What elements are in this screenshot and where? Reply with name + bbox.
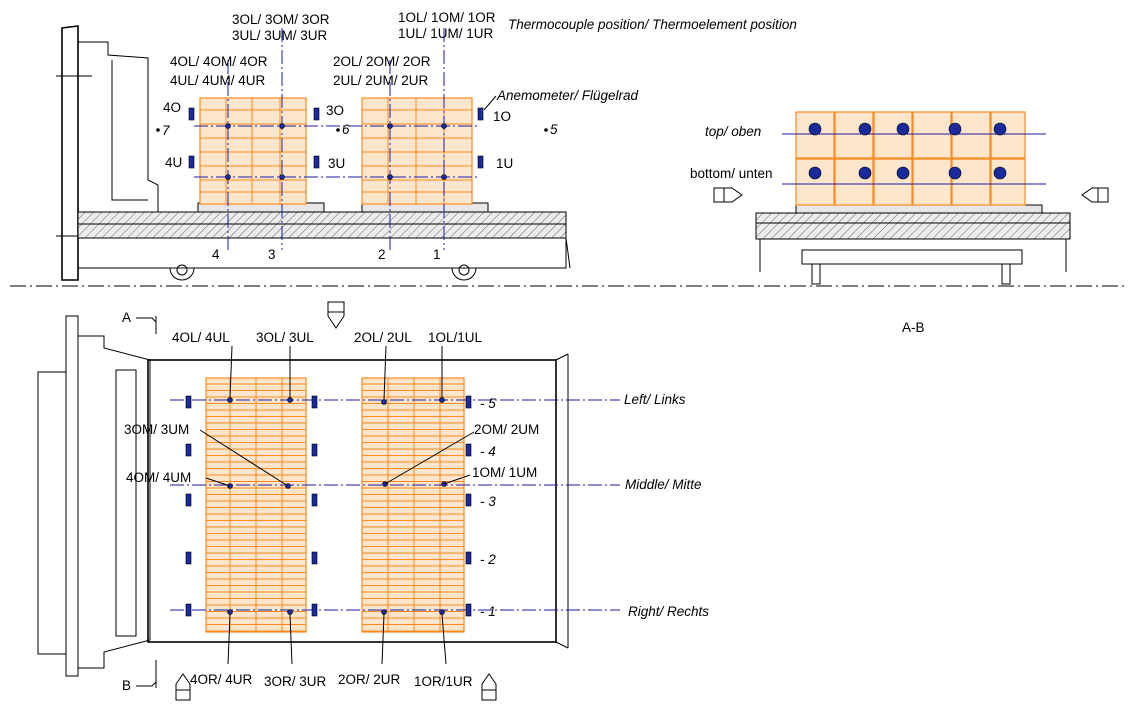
pos-5: 5 [550,122,558,137]
row-left-label: Left/ Links [624,392,686,407]
anemometer-5: - 5 [480,396,496,411]
plan-top-2: 2OL/ 2UL [354,330,412,345]
side-anemometers [188,107,484,169]
side-view: 3OL/ 3OM/ 3OR 3UL/ 3UM/ 3UR 1OL/ 1OM/ 1O… [56,10,639,281]
view-arrow-right [1081,187,1109,203]
plan-bottom-1: 1OR/1UR [414,674,473,689]
group-label-1-top: 1OL/ 1OM/ 1OR [398,10,496,25]
end-view: top/ oben bottom/ unten A-B [690,111,1109,335]
pos-4u: 4U [165,155,182,170]
plan-top-1: 1OL/1UL [428,330,483,345]
group-label-3-bottom: 3UL/ 3UM/ 3UR [232,28,328,43]
anemometer-1: - 1 [480,604,496,619]
end-sensors [808,122,1007,180]
pos-6: 6 [342,122,350,137]
plan-mid-1: 1OM/ 1UM [472,465,537,480]
section-1: 1 [433,247,441,262]
side-thermocouples [225,123,447,180]
cart-deck [77,211,567,225]
pos-4o: 4O [163,100,181,115]
section-label: A-B [902,320,925,335]
group-label-2-bottom: 2UL/ 2UM/ 2UR [333,73,429,88]
group-label-1-bottom: 1UL/ 1UM/ 1UR [398,26,494,41]
cart-floor [77,223,567,239]
pos-3o: 3O [326,103,344,118]
plan-bottom-3: 3OR/ 3UR [264,674,327,689]
pos-7: 7 [162,123,170,138]
brick-stack-left [199,97,307,205]
anemometer-label: Anemometer/ Flügelrad [496,88,639,103]
cart-body [77,237,567,269]
section-b: B [122,678,131,693]
anemometer-2: - 2 [480,552,496,567]
chamber-door [61,25,79,281]
group-label-2-top: 2OL/ 2OM/ 2OR [333,54,431,69]
plan-bottom-2: 2OR/ 2UR [338,672,401,687]
top-label: top/ oben [705,124,761,139]
section-3: 3 [268,247,276,262]
chamber-inner [111,60,148,201]
end-deck [755,212,1071,224]
end-brick-grid [795,111,1026,206]
plan-view: A B [37,301,709,701]
plan-bottom-4: 4OR/ 4UR [190,672,253,687]
bullet-arrow-left [175,673,191,701]
bullet-arrow-top [327,301,345,329]
plan-chamber [78,335,151,669]
group-label-3-top: 3OL/ 3OM/ 3OR [232,12,330,27]
row-right-label: Right/ Rechts [628,604,709,619]
plan-stack-right [361,377,465,633]
section-4: 4 [212,247,220,262]
bullet-arrow-right [481,673,497,701]
plan-mid-2: 2OM/ 2UM [474,422,539,437]
chamber-wall [78,41,159,213]
wheel-left [169,267,195,281]
end-floor [755,222,1071,240]
end-pallet [795,204,1043,214]
plan-mid-4: 4OM/ 4UM [126,470,191,485]
pos-1o: 1O [493,109,511,124]
end-chassis [801,249,1023,265]
plan-mid-3: 3OM/ 3UM [124,422,189,437]
bottom-label: bottom/ unten [690,166,773,181]
anemometer-4: - 4 [480,444,496,459]
pos-3u: 3U [328,156,345,171]
wheel-right [451,267,477,281]
legend-title: Thermocouple position/ Thermoelement pos… [508,17,797,32]
section-a: A [122,310,131,325]
plan-top-3: 3OL/ 3UL [256,330,314,345]
plan-cart [147,359,557,643]
plan-anemometers [185,395,472,617]
group-label-4-bottom: 4UL/ 4UM/ 4UR [170,73,266,88]
brick-stack-right [361,97,473,205]
plan-top-4: 4OL/ 4UL [172,330,230,345]
view-arrow-left [713,187,743,203]
pos-1u: 1U [496,156,513,171]
plan-door-outer [37,371,67,655]
group-label-4-top: 4OL/ 4OM/ 4OR [170,54,268,69]
anemometer-3: - 3 [480,494,496,509]
section-2: 2 [378,247,386,262]
row-middle-label: Middle/ Mitte [625,477,702,492]
